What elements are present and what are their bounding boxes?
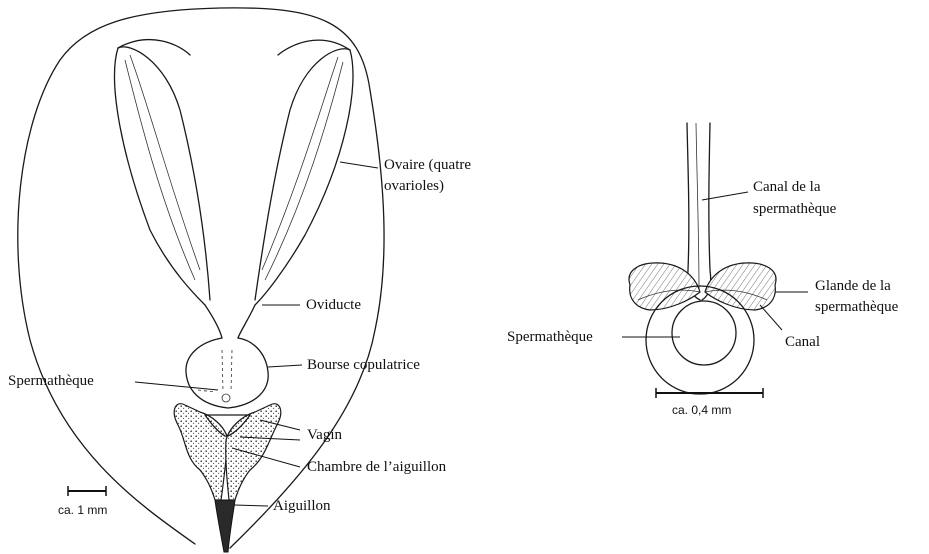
left-leader-lines [135,162,378,506]
label-ovaire-line2: ovarioles) [384,177,444,196]
label-canal: Canal [785,333,820,352]
label-glande-line1: Glande de la [815,277,891,296]
label-oviducte: Oviducte [306,296,361,315]
spermathecal-duct [687,123,711,300]
label-canal-spermatheque-line2: spermathèque [753,200,836,219]
label-aiguillon: Aiguillon [273,497,331,516]
label-canal-spermatheque-line1: Canal de la [753,178,820,197]
label-spermatheque-left: Spermathèque [8,372,94,391]
label-ovaire-line1: Ovaire (quatre [384,156,471,175]
label-chambre-aiguillon: Chambre de l’aiguillon [307,458,446,477]
right-scale-bar [656,388,763,398]
oviducts [205,305,255,338]
spermatheca [646,286,754,394]
label-bourse-copulatrice: Bourse copulatrice [307,356,420,375]
vagina-and-sting-chamber [174,404,280,500]
right-scale-label: ca. 0,4 mm [672,403,731,418]
label-spermatheque-right: Spermathèque [507,328,593,347]
left-scale-label: ca. 1 mm [58,503,107,518]
bursa-copulatrix [186,338,268,408]
sting [215,500,235,552]
left-scale-bar [68,486,106,496]
ovary-right [255,40,353,305]
ovary-left [115,40,210,305]
label-glande-line2: spermathèque [815,298,898,317]
label-vagin: Vagin [307,426,342,445]
